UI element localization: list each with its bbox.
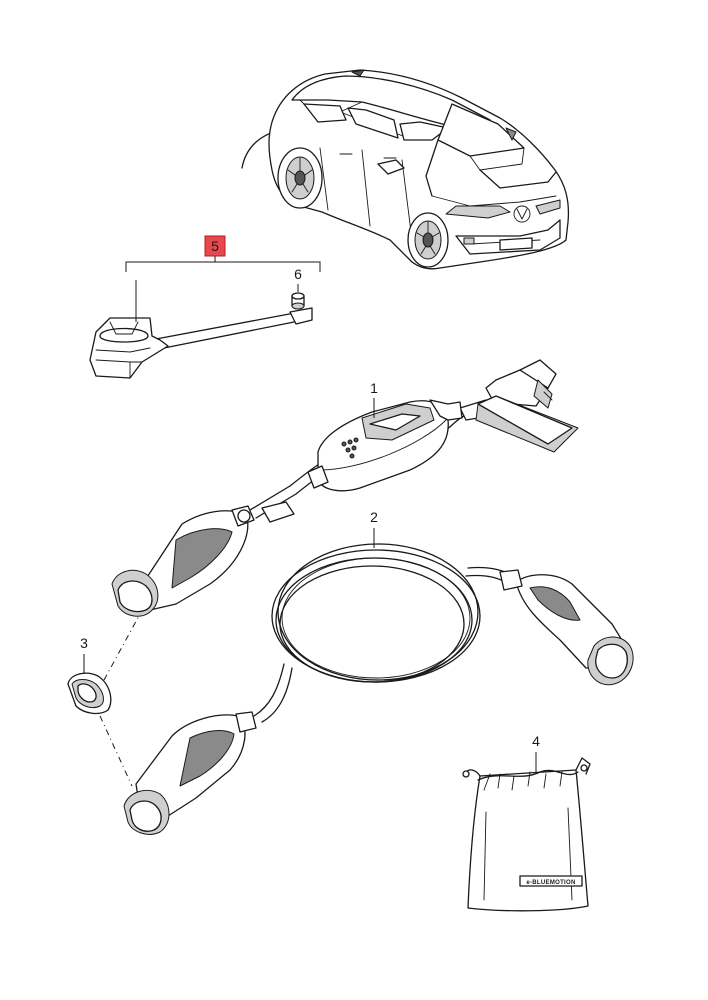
callout-5-bracket <box>125 256 321 272</box>
assembly-line-lower <box>99 715 133 787</box>
storage-bag: e-BLUEMOTION <box>462 757 591 912</box>
charging-cable-mode2 <box>111 359 579 617</box>
callout-5[interactable]: 5 <box>204 235 226 257</box>
callout-1[interactable]: 1 <box>370 380 378 396</box>
callout-2-number: 2 <box>370 509 378 525</box>
callout-4-number: 4 <box>532 733 540 749</box>
charging-cable-mode3 <box>123 543 634 835</box>
protective-cap <box>67 672 112 715</box>
callout-2[interactable]: 2 <box>370 509 378 525</box>
vehicle-illustration <box>241 69 570 270</box>
bag-label-patch <box>519 875 583 887</box>
callout-6-number: 6 <box>294 266 302 282</box>
callout-3[interactable]: 3 <box>80 635 88 651</box>
callout-1-number: 1 <box>370 380 378 396</box>
cable-holder-bracket <box>89 280 313 379</box>
callout-3-number: 3 <box>80 635 88 651</box>
assembly-line-upper <box>103 613 141 681</box>
bag-label-text: e-BLUEMOTION <box>526 880 575 886</box>
callout-5-number: 5 <box>211 238 219 254</box>
callout-6[interactable]: 6 <box>294 266 302 282</box>
screw <box>291 292 305 310</box>
callout-4[interactable]: 4 <box>532 733 540 749</box>
